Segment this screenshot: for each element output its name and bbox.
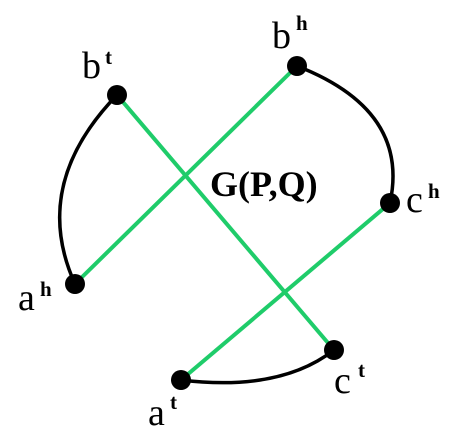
graph-title: G(P,Q) (210, 164, 318, 204)
label-ah-base: a (18, 277, 35, 319)
label-ct-base: c (334, 360, 351, 402)
node-ah (65, 274, 85, 294)
edge-bh-ch (296, 64, 395, 204)
label-ct: c t (334, 358, 365, 402)
label-at-sup: t (170, 390, 177, 414)
edge-bt-ah (57, 93, 119, 285)
label-ch-sup: h (428, 179, 440, 203)
node-bh (287, 56, 307, 76)
label-bt-base: b (82, 45, 101, 87)
node-at (171, 370, 191, 390)
label-bh: b h (272, 11, 308, 57)
label-bt-sup: t (105, 45, 112, 69)
label-ct-sup: t (358, 358, 365, 382)
node-ch (380, 193, 400, 213)
edge-ch-at (179, 201, 392, 382)
label-bh-sup: h (296, 11, 308, 35)
label-ch-base: c (406, 179, 423, 221)
edge-at-ct (180, 348, 336, 385)
label-ah: a h (18, 277, 52, 319)
label-at-base: a (148, 392, 165, 434)
edge-bh-ah (73, 64, 299, 286)
label-bh-base: b (272, 15, 291, 57)
node-ct (324, 340, 344, 360)
label-bt: b t (82, 45, 112, 87)
label-ch: c h (406, 179, 440, 221)
label-ah-sup: h (40, 277, 52, 301)
node-bt (107, 85, 127, 105)
label-at: a t (148, 390, 177, 434)
edge-bt-ct (115, 93, 336, 352)
